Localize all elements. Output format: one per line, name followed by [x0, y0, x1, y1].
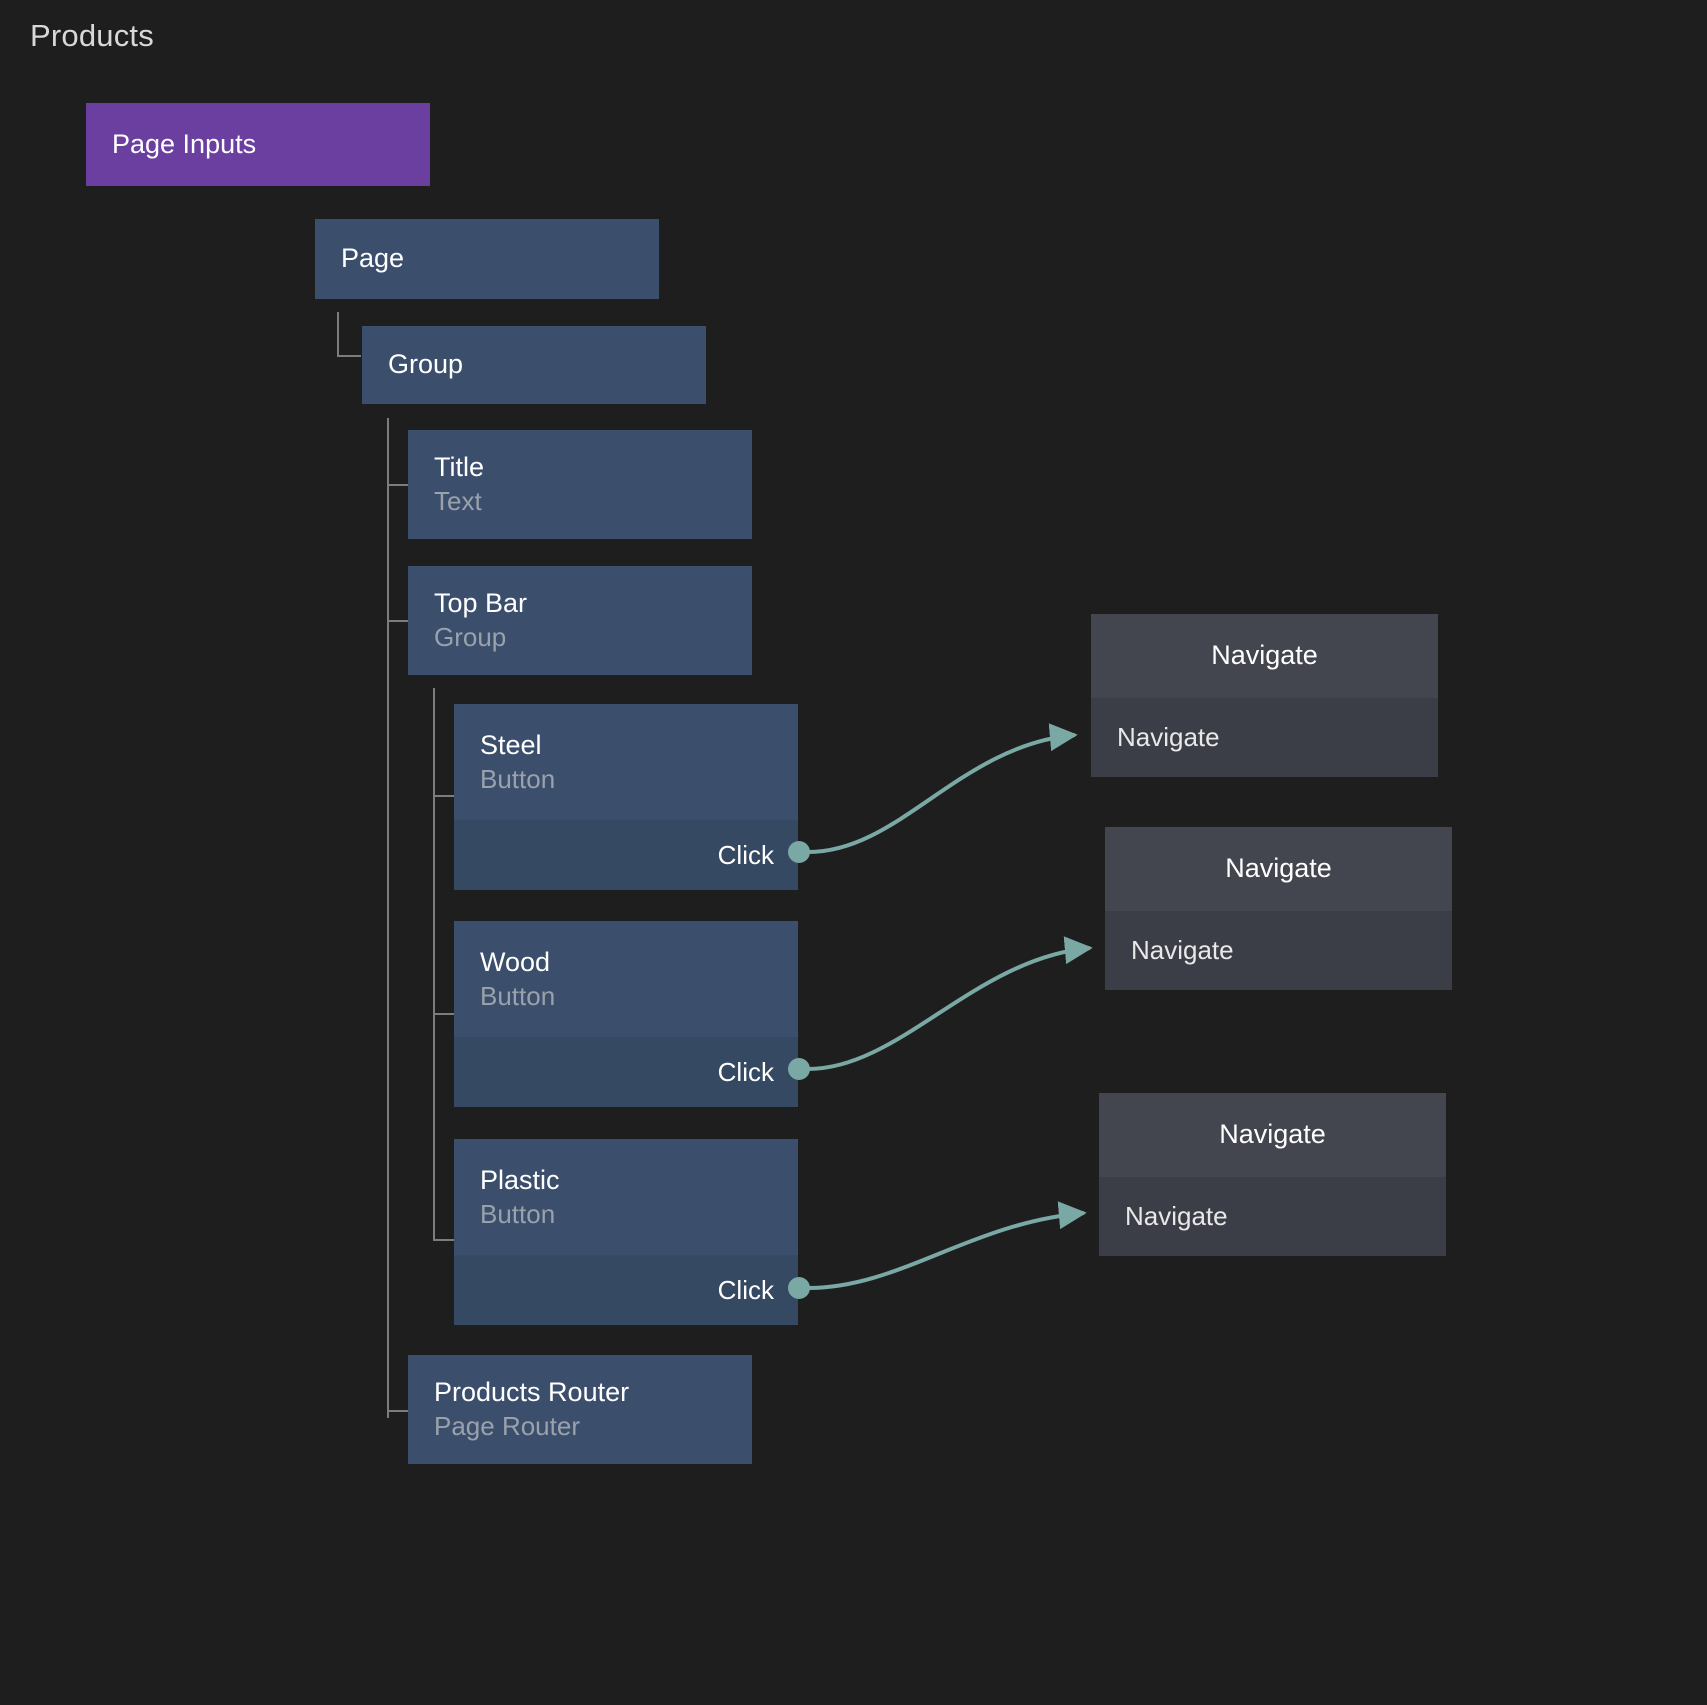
node-action-navigate-3-head: Navigate — [1099, 1093, 1446, 1177]
action-label-navigate: Navigate — [1117, 722, 1220, 752]
node-page-title: Page — [341, 243, 405, 274]
node-top-bar-subtitle: Group — [434, 622, 507, 653]
node-action-navigate-3[interactable]: Navigate Navigate — [1099, 1093, 1446, 1256]
node-button-wood-title: Wood — [480, 946, 551, 977]
node-page-head: Page — [315, 219, 659, 299]
node-action-navigate-1[interactable]: Navigate Navigate — [1091, 614, 1438, 777]
node-group-head: Group — [362, 326, 706, 404]
node-button-plastic-subtitle: Button — [480, 1198, 556, 1229]
tree-stub-button-0 — [433, 795, 455, 797]
node-group[interactable]: Group — [362, 326, 706, 404]
node-action-navigate-2-head: Navigate — [1105, 827, 1452, 911]
action-label-navigate: Navigate — [1131, 935, 1234, 965]
edge-steel-to-navigate-1 — [807, 723, 1078, 854]
node-button-wood-subtitle: Button — [480, 980, 556, 1011]
tree-stub-button-2 — [433, 1239, 455, 1241]
tree-stub-title — [387, 484, 409, 486]
node-button-steel-title: Steel — [480, 729, 542, 760]
node-action-navigate-1-title: Navigate — [1211, 640, 1318, 671]
event-label-click: Click — [717, 1274, 774, 1305]
node-button-steel-head: Steel Button — [454, 704, 798, 820]
tree-stub-button-1 — [433, 1013, 455, 1015]
node-products-router-head: Products Router Page Router — [408, 1355, 752, 1464]
node-title-text[interactable]: Title Text — [408, 430, 752, 539]
event-label-click: Click — [717, 1056, 774, 1087]
node-action-navigate-3-title: Navigate — [1219, 1119, 1326, 1150]
tree-stub-router — [387, 1410, 409, 1412]
node-title-text-subtitle: Text — [434, 486, 482, 517]
node-button-steel[interactable]: Steel Button Click — [454, 704, 798, 890]
port-dot-click-plastic[interactable] — [788, 1277, 810, 1299]
node-page-inputs-head: Page Inputs — [86, 103, 430, 186]
node-action-navigate-3-body[interactable]: Navigate — [1099, 1177, 1446, 1256]
node-top-bar-head: Top Bar Group — [408, 566, 752, 675]
node-page[interactable]: Page — [315, 219, 659, 299]
tree-stub-group — [337, 355, 361, 357]
node-top-bar-title: Top Bar — [434, 588, 528, 619]
node-action-navigate-1-body[interactable]: Navigate — [1091, 698, 1438, 777]
page-title: Products — [30, 18, 154, 53]
node-button-wood[interactable]: Wood Button Click — [454, 921, 798, 1107]
node-action-navigate-2-title: Navigate — [1225, 853, 1332, 884]
edge-plastic-to-navigate-3 — [807, 1201, 1087, 1290]
tree-stub-topbar — [387, 620, 409, 622]
node-products-router-subtitle: Page Router — [434, 1411, 580, 1442]
port-dot-click-steel[interactable] — [788, 841, 810, 863]
node-action-navigate-2[interactable]: Navigate Navigate — [1105, 827, 1452, 990]
node-button-wood-event[interactable]: Click — [454, 1037, 798, 1107]
node-button-steel-subtitle: Button — [480, 763, 556, 794]
node-action-navigate-1-head: Navigate — [1091, 614, 1438, 698]
node-button-plastic-head: Plastic Button — [454, 1139, 798, 1255]
node-title-text-head: Title Text — [408, 430, 752, 539]
node-group-title: Group — [388, 349, 464, 380]
node-button-wood-head: Wood Button — [454, 921, 798, 1037]
node-page-inputs-title: Page Inputs — [112, 128, 257, 159]
node-top-bar[interactable]: Top Bar Group — [408, 566, 752, 675]
node-button-steel-event[interactable]: Click — [454, 820, 798, 890]
tree-line-page-to-group — [337, 312, 339, 356]
node-action-navigate-2-body[interactable]: Navigate — [1105, 911, 1452, 990]
tree-line-topbar-children — [433, 688, 435, 1241]
node-button-plastic-title: Plastic — [480, 1164, 560, 1195]
node-products-router-title: Products Router — [434, 1377, 630, 1408]
node-button-plastic[interactable]: Plastic Button Click — [454, 1139, 798, 1325]
node-products-router[interactable]: Products Router Page Router — [408, 1355, 752, 1464]
action-label-navigate: Navigate — [1125, 1201, 1228, 1231]
node-page-inputs[interactable]: Page Inputs — [86, 103, 430, 186]
node-button-plastic-event[interactable]: Click — [454, 1255, 798, 1325]
node-title-text-title: Title — [434, 452, 485, 483]
tree-line-group-children — [387, 418, 389, 1418]
port-dot-click-wood[interactable] — [788, 1058, 810, 1080]
edge-wood-to-navigate-2 — [807, 936, 1093, 1071]
event-label-click: Click — [717, 839, 774, 870]
